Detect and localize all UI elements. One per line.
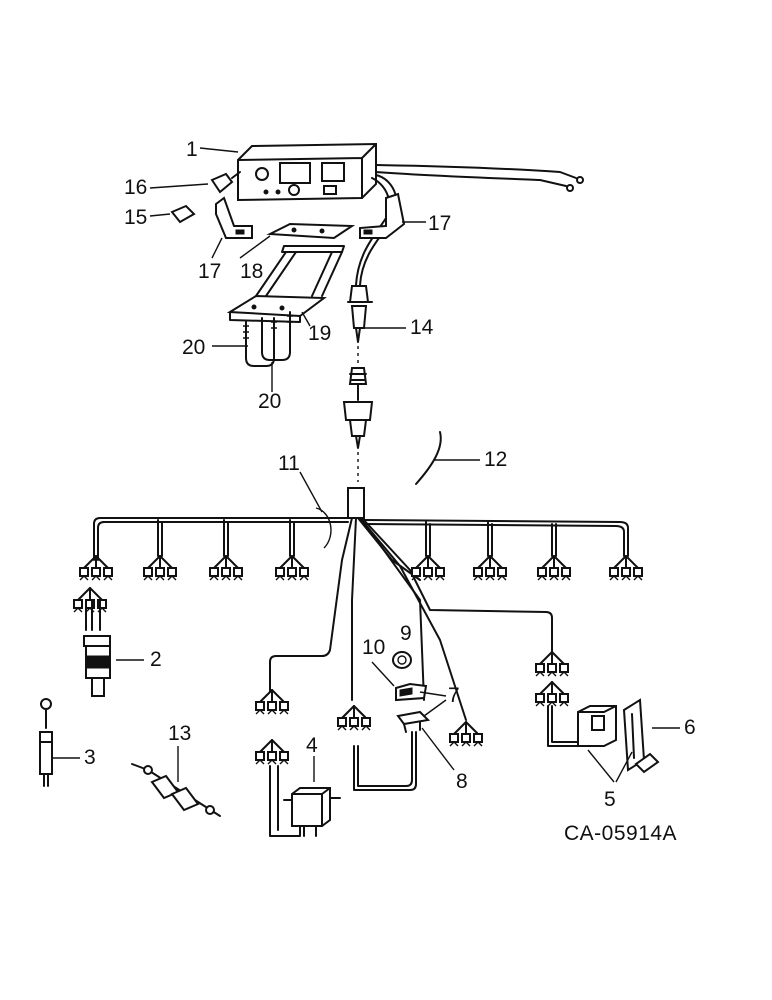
harness-connector-5 — [411, 555, 445, 581]
callout-2: 2 — [150, 648, 162, 671]
callout-17-right: 17 — [428, 212, 451, 235]
bracket-part-17 — [215, 192, 406, 239]
fuse-part-15 — [170, 204, 196, 224]
connector-part-14 — [342, 285, 374, 519]
monitor-console — [237, 142, 584, 286]
callout-14: 14 — [410, 316, 434, 339]
lamp-part-16 — [210, 171, 241, 194]
callout-10: 10 — [362, 636, 385, 659]
harness-connectors — [73, 555, 643, 765]
console-knob-icon — [255, 167, 269, 181]
branch-loop-part-8 — [353, 731, 417, 791]
frame-part-19 — [226, 245, 345, 323]
callout-8: 8 — [456, 770, 468, 793]
callout-7: 7 — [448, 684, 460, 707]
callout-1: 1 — [186, 138, 198, 161]
relay-part-4 — [269, 765, 341, 837]
console-display-right — [321, 162, 345, 182]
sensor-part-3 — [39, 698, 53, 787]
bracket-part-10 — [395, 682, 428, 702]
callout-9: 9 — [400, 622, 412, 645]
grommet-part-9 — [392, 651, 412, 669]
callout-17-left: 17 — [198, 260, 221, 283]
callout-13: 13 — [168, 722, 191, 745]
tube-part-12 — [415, 431, 442, 485]
callout-6: 6 — [684, 716, 696, 739]
callout-19: 19 — [308, 322, 331, 345]
callout-4: 4 — [306, 734, 318, 757]
harness-connector-7 — [537, 555, 571, 581]
center-connector — [337, 705, 371, 731]
jumper-part-13 — [131, 763, 221, 817]
callout-12: 12 — [484, 448, 507, 471]
callout-3: 3 — [84, 746, 96, 769]
callout-18: 18 — [240, 260, 263, 283]
u-bracket-part-5 — [547, 705, 617, 747]
harness-connector-1 — [79, 555, 113, 581]
bracket-connector-upper — [535, 651, 569, 677]
console-display-left — [279, 162, 311, 184]
relay-connector-lower — [255, 739, 289, 765]
callout-20-bottom: 20 — [258, 390, 281, 413]
harness-connector-8 — [609, 555, 643, 581]
callout-16: 16 — [124, 176, 147, 199]
harness-connector-4 — [275, 555, 309, 581]
relay-connector-upper — [255, 689, 289, 715]
sensor-2-connector — [73, 587, 107, 613]
callout-15: 15 — [124, 206, 147, 229]
harness-connector-6 — [473, 555, 507, 581]
callout-20-left: 20 — [182, 336, 205, 359]
bracket-connector-lower — [535, 681, 569, 707]
harness-connector-2 — [143, 555, 177, 581]
sensor-plate-part-6 — [622, 698, 660, 774]
plate-part-18 — [266, 222, 356, 240]
callout-11: 11 — [278, 452, 300, 475]
callout-5: 5 — [604, 788, 616, 811]
sensor-part-2 — [83, 599, 111, 697]
harness-connector-3 — [209, 555, 243, 581]
u-bolt-part-20 — [243, 311, 293, 367]
main-harness-part-11 — [93, 507, 629, 721]
branch-connector-right — [449, 721, 483, 747]
callout-labels: 1 16 15 17 18 17 19 20 20 14 12 11 2 3 1… — [84, 138, 696, 811]
leader-lines — [52, 147, 680, 783]
drawing-reference-code: CA-05914A — [564, 822, 677, 845]
clip-part-8 — [396, 710, 431, 733]
